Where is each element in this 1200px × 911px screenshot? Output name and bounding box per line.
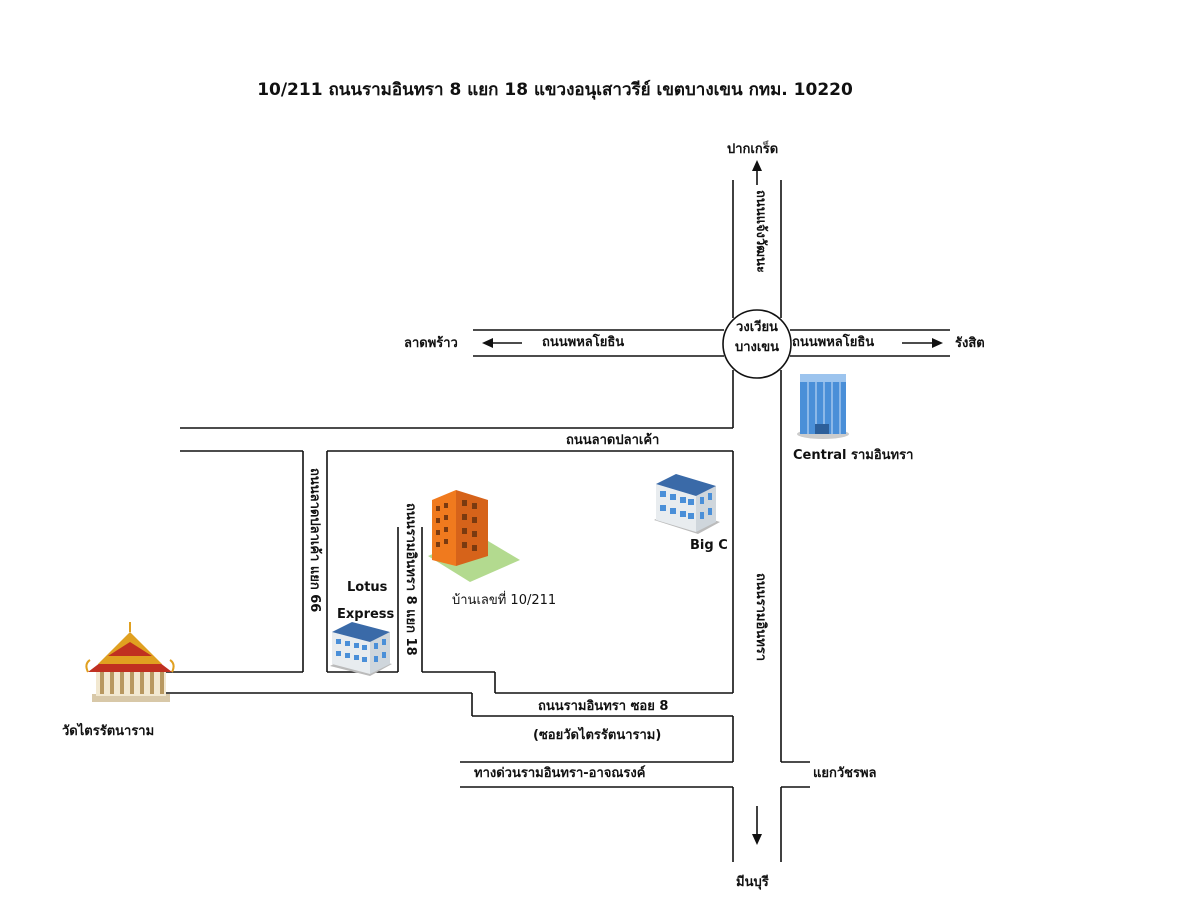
chaeng-wattana-road-label: ถนนแจ้งวัฒนะ [753,190,768,273]
temple-place-label: วัดไตรรัตนาราม [62,724,155,739]
arrow-right-icon [902,338,943,348]
lotus-place-label-line1: Lotus [347,580,388,595]
watcharapol-junction-label: แยกวัชรพล [813,766,877,781]
soi-wat-road-label: (ซอยวัดไตรรัตนาราม) [533,728,662,743]
ram-intra-road-label: ถนนรามอินทรา [753,573,768,662]
roundabout-circle [722,309,792,379]
house-building-icon [428,490,520,582]
central-building-icon [797,374,849,439]
west-direction-label: ลาดพร้าว [404,336,458,351]
ram-soi-8-road-label: ถนนรามอินทรา ซอย 8 [538,699,669,714]
lotus-place-label-line2: Express [337,607,395,622]
phahon-road-right-label: ถนนพหลโยธิน [792,335,875,350]
lotus-building-icon [330,622,392,676]
road-lines [165,180,950,862]
ram-8-18-road-label: ถนนรามอินทรา 8 แยก 18 [403,503,418,656]
roundabout-line2: บางเขน [734,340,780,355]
east-direction-label: รังสิต [955,336,985,351]
north-direction-label: ปากเกร็ด [727,142,779,157]
lat-pla-khao-66-road-label: ถนนลาดปลาเค้า แยก 66 [307,468,322,613]
roundabout-label: วงเวียน บางเขน [724,318,790,358]
south-direction-label: มีนบุรี [736,875,769,890]
roundabout-line1: วงเวียน [736,320,778,335]
bigc-building-icon [654,474,720,534]
house-place-label: บ้านเลขที่ 10/211 [452,593,557,608]
expressway-road-label: ทางด่วนรามอินทรา-อาจณรงค์ [474,766,646,781]
arrow-down-icon [752,806,762,845]
map-title: 10/211 ถนนรามอินทรา 8 แยก 18 แขวงอนุเสาว… [257,80,853,100]
phahon-road-left-label: ถนนพหลโยธิน [542,335,625,350]
arrow-left-icon [482,338,522,348]
central-place-label: Central รามอินทรา [793,448,914,463]
arrow-up-icon [752,160,762,185]
bigc-place-label: Big C [690,538,728,553]
temple-icon [85,622,175,702]
lat-pla-khao-road-label: ถนนลาดปลาเค้า [566,433,660,448]
